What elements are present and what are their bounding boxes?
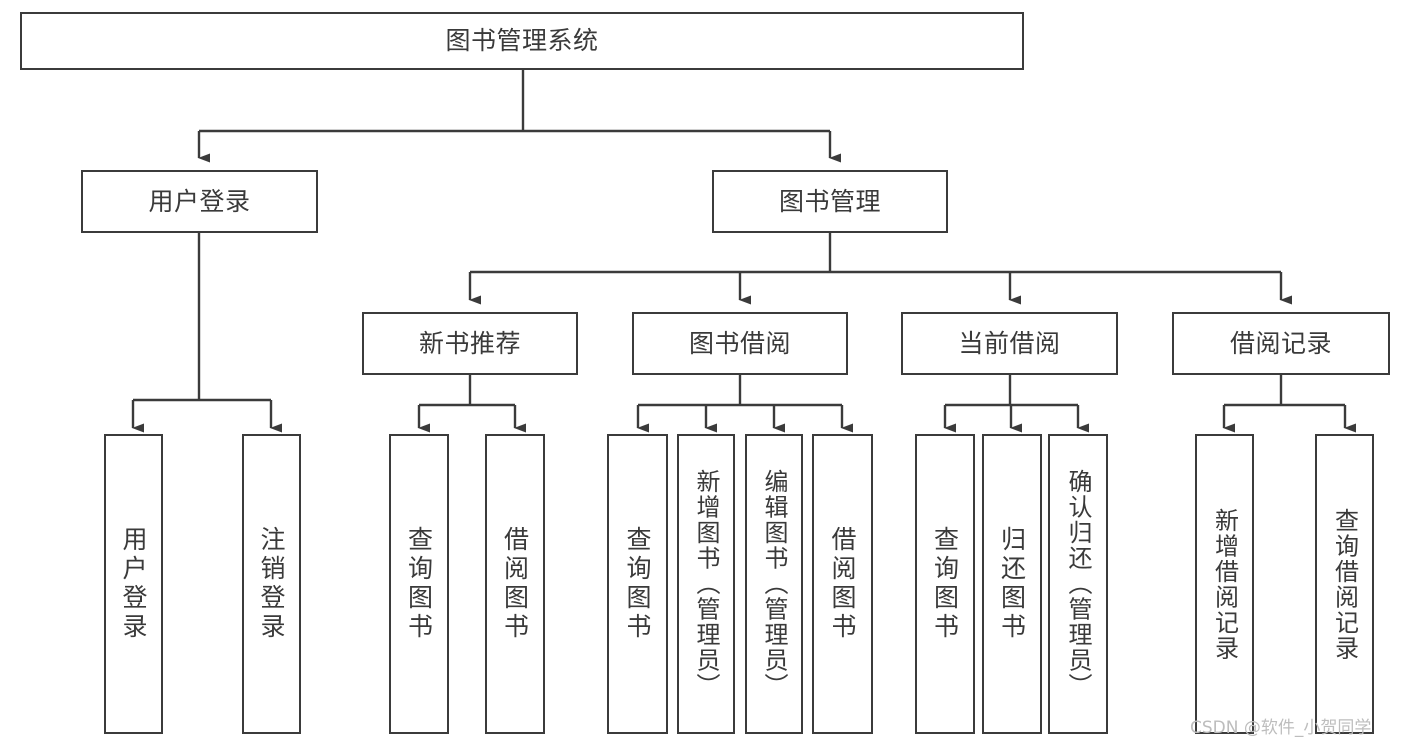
node-label: 确认归还（管理员） — [1064, 469, 1092, 699]
node-label: 借阅图书 — [828, 526, 857, 642]
node-label: 借阅图书 — [500, 526, 530, 642]
node-label: 图书管理系统 — [445, 26, 599, 56]
leaf-current-return-book[interactable]: 归还图书 — [982, 434, 1042, 734]
node-borrow-record[interactable]: 借阅记录 — [1172, 312, 1390, 375]
node-label: 用户登录 — [148, 186, 251, 216]
node-label: 归还图书 — [997, 526, 1027, 642]
node-label: 查询图书 — [623, 526, 652, 642]
node-label: 查询图书 — [404, 526, 434, 642]
leaf-borrow-borrow-book[interactable]: 借阅图书 — [812, 434, 873, 734]
node-label: 用户登录 — [119, 526, 148, 642]
node-label: 注销登录 — [257, 526, 286, 642]
node-label: 新增借阅记录 — [1210, 507, 1239, 661]
leaf-borrow-query-book[interactable]: 查询图书 — [607, 434, 668, 734]
node-book-management[interactable]: 图书管理 — [712, 170, 948, 233]
csdn-watermark: CSDN @软件_小贺同学 — [1190, 718, 1372, 738]
node-new-book-recommend[interactable]: 新书推荐 — [362, 312, 578, 375]
leaf-current-confirm-return-admin[interactable]: 确认归还（管理员） — [1048, 434, 1108, 734]
node-current-borrow[interactable]: 当前借阅 — [901, 312, 1118, 375]
leaf-recommend-borrow-book[interactable]: 借阅图书 — [485, 434, 545, 734]
node-label: 图书管理 — [778, 186, 881, 216]
node-label: 借阅记录 — [1229, 328, 1332, 358]
leaf-borrow-edit-book-admin[interactable]: 编辑图书（管理员） — [745, 434, 803, 734]
leaf-borrow-add-book-admin[interactable]: 新增图书（管理员） — [677, 434, 735, 734]
node-book-borrow[interactable]: 图书借阅 — [632, 312, 848, 375]
node-label: 当前借阅 — [958, 328, 1061, 358]
node-label: 图书借阅 — [688, 328, 791, 358]
node-label: 查询图书 — [930, 526, 960, 642]
leaf-current-query-book[interactable]: 查询图书 — [915, 434, 975, 734]
leaf-record-add-borrow-record[interactable]: 新增借阅记录 — [1195, 434, 1254, 734]
node-label: 查询借阅记录 — [1330, 507, 1359, 661]
leaf-record-query-borrow-record[interactable]: 查询借阅记录 — [1315, 434, 1374, 734]
node-label: 编辑图书（管理员） — [760, 469, 788, 699]
leaf-recommend-query-book[interactable]: 查询图书 — [389, 434, 449, 734]
leaf-user-login-signin[interactable]: 用户登录 — [104, 434, 163, 734]
node-label: 新增图书（管理员） — [692, 469, 720, 699]
node-root-system[interactable]: 图书管理系统 — [20, 12, 1024, 70]
node-label: 新书推荐 — [418, 328, 521, 358]
node-user-login[interactable]: 用户登录 — [81, 170, 318, 233]
leaf-user-login-signout[interactable]: 注销登录 — [242, 434, 301, 734]
